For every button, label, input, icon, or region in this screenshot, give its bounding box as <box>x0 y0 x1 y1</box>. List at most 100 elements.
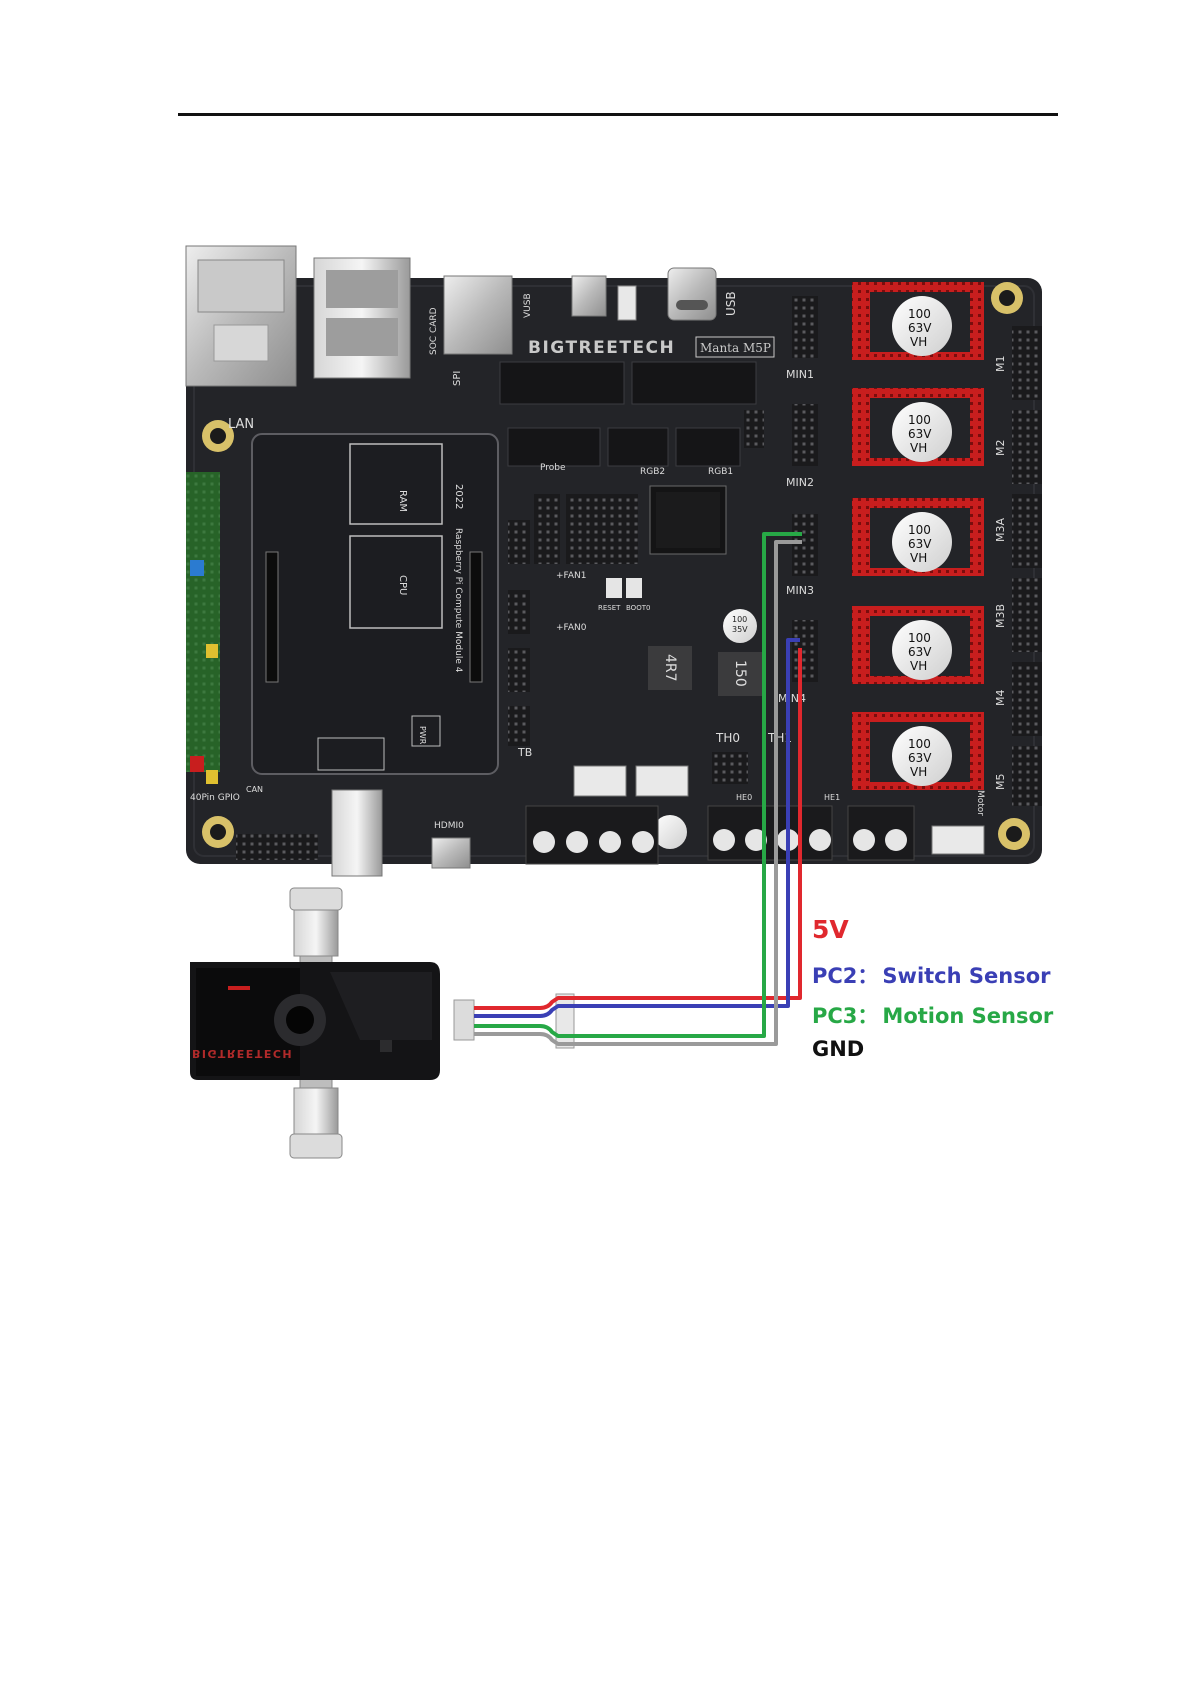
reset-button <box>606 578 622 598</box>
legend-pc3-desc: Motion Sensor <box>882 1004 1054 1028</box>
svg-text:VH: VH <box>910 659 927 673</box>
inductor-1-label: 4R7 <box>662 654 678 682</box>
inductor-150 <box>718 652 762 696</box>
endstop-headers: MIN1 MIN2 MIN3 MIN4 <box>778 296 818 705</box>
hdmi-label: HDMI0 <box>434 821 464 831</box>
wire-5v <box>474 648 802 1010</box>
gpio-header: 40Pin GPIO <box>186 472 240 803</box>
m1-label: M1 <box>994 356 1007 373</box>
m4-label: M4 <box>994 690 1007 707</box>
svg-text:63V: 63V <box>908 537 932 551</box>
stepper-driver-3: 100 63V VH <box>852 498 984 576</box>
wire-pc3 <box>474 532 802 1038</box>
legend-pc3: PC3：Motion Sensor <box>812 1000 1053 1030</box>
mcu-chip <box>649 485 727 555</box>
svg-text:VH: VH <box>910 441 927 455</box>
inductor-4r7 <box>648 646 692 690</box>
compute-module-label: Raspberry Pi Compute Module 4 <box>453 528 463 673</box>
board-brand: BIGTREETECH <box>528 338 675 358</box>
heater-terminal-block <box>707 805 833 861</box>
usb-c-port: USB <box>667 267 738 321</box>
top-rule <box>178 113 1058 116</box>
lan-port: LAN <box>185 245 297 432</box>
inductor-2-label: 150 <box>732 660 748 687</box>
svg-text:35V: 35V <box>732 625 748 634</box>
fan0-label: +FAN0 <box>556 623 587 633</box>
min3-label: MIN3 <box>786 584 814 597</box>
m3b-label: M3B <box>994 604 1007 628</box>
compute-module-area: RAM CPU PWR 2022 Raspberry Pi Compute Mo… <box>251 433 499 775</box>
usb-a-port <box>313 257 411 379</box>
svg-text:100: 100 <box>908 737 931 751</box>
legend-5v: 5V <box>812 915 849 944</box>
filament-sensor: BIGTREETECH <box>190 887 575 1159</box>
svg-text:63V: 63V <box>908 427 932 441</box>
th1-label: TH1 <box>767 731 792 745</box>
m5-label: M5 <box>994 774 1007 791</box>
small-capacitor <box>723 609 757 643</box>
lan-label: LAN <box>228 417 254 432</box>
mounting-holes <box>202 282 1030 850</box>
pwr-label: PWR <box>418 726 427 745</box>
hdmi-port <box>431 837 471 869</box>
motor-label: Motor <box>975 790 985 816</box>
stepper-driver-2: 100 63V VH <box>852 388 984 466</box>
svg-text:VH: VH <box>910 335 927 349</box>
boot-button <box>626 578 642 598</box>
min2-label: MIN2 <box>786 476 814 489</box>
reset-label: RESET <box>598 604 621 612</box>
wire-pc2 <box>474 638 800 1018</box>
cpu-label: CPU <box>397 575 408 595</box>
svg-text:63V: 63V <box>908 645 932 659</box>
board-model: Manta M5P <box>700 341 771 355</box>
m3a-label: M3A <box>994 518 1007 542</box>
stepper-driver-4: 100 63V VH <box>852 606 984 684</box>
wires <box>474 532 802 1046</box>
usb-bottom-port <box>331 789 383 877</box>
legend-pc2-desc: Switch Sensor <box>882 964 1051 988</box>
soc-card-label: SOC CARD <box>429 307 439 355</box>
th0-label: TH0 <box>715 731 740 745</box>
small-capacitor-bottom <box>653 815 687 849</box>
fan1-label: +FAN1 <box>556 571 587 581</box>
ram-label: RAM <box>397 490 408 512</box>
svg-text:VH: VH <box>910 765 927 779</box>
gpio-label: 40Pin GPIO <box>190 793 240 803</box>
legend-pc2-pin: PC2： <box>812 964 879 988</box>
legend-gnd: GND <box>812 1037 864 1061</box>
svg-text:100: 100 <box>908 307 931 321</box>
stepper-driver-1: 100 63V VH <box>852 282 984 360</box>
svg-text:100: 100 <box>908 523 931 537</box>
wire-gnd <box>474 540 802 1046</box>
svg-text:63V: 63V <box>908 751 932 765</box>
vusb-port <box>571 275 607 317</box>
spi-label: SPI <box>452 371 463 386</box>
probe-label: Probe <box>540 463 566 473</box>
tb-label: TB <box>517 746 532 759</box>
boot-label: BOOT0 <box>626 604 650 612</box>
svg-text:100: 100 <box>908 413 931 427</box>
he1-label: HE1 <box>824 793 840 802</box>
bed-terminal-block <box>847 805 915 861</box>
svg-text:63V: 63V <box>908 321 932 335</box>
board-year: 2022 <box>453 484 464 509</box>
legend-5v-text: 5V <box>812 915 849 944</box>
he0-label: HE0 <box>736 793 752 802</box>
vusb-label: VUSB <box>523 293 533 318</box>
controller-board: LAN SOC CARD VUSB USB BIGTREETECH Manta … <box>185 245 1042 877</box>
usb-label: USB <box>724 291 738 316</box>
can-label: CAN <box>246 785 263 794</box>
min1-label: MIN1 <box>786 368 814 381</box>
rgb2-label: RGB2 <box>640 467 665 477</box>
motor-connectors: M1 M2 M3A M3B M4 M5 Motor <box>975 326 1042 816</box>
legend-pc2: PC2：Switch Sensor <box>812 960 1051 990</box>
svg-text:VH: VH <box>910 551 927 565</box>
legend-gnd-text: GND <box>812 1037 865 1061</box>
m2-label: M2 <box>994 440 1007 457</box>
svg-text:100: 100 <box>732 615 747 624</box>
legend-pc3-pin: PC3： <box>812 1004 879 1028</box>
sd-card-slot: SOC CARD <box>429 275 513 355</box>
stepper-driver-5: 100 63V VH <box>852 712 984 790</box>
rgb1-label: RGB1 <box>708 467 733 477</box>
